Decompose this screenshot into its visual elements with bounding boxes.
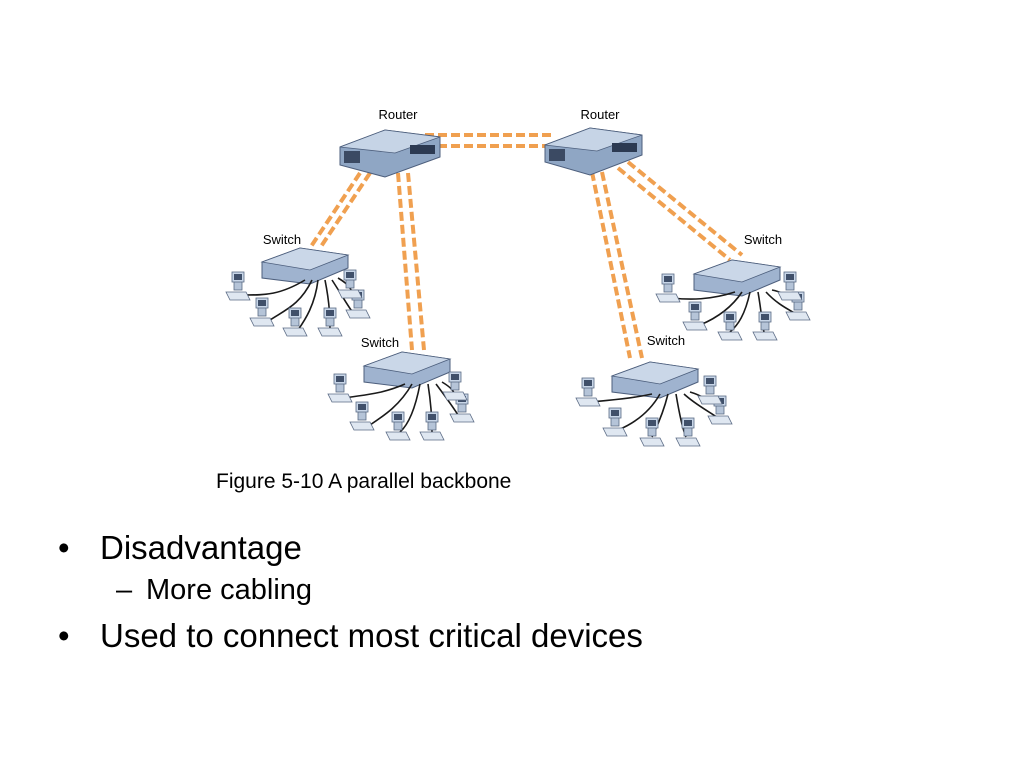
network-diagram: Router Router Switch Switch [225,107,811,447]
switch-4: Switch [575,333,733,447]
sub-bullet-item: – More cabling [58,572,643,608]
switch-1: Switch [225,232,371,337]
switch-4-label: Switch [647,333,685,348]
backbone-link-r1-s2 [396,172,426,351]
sub-bullet-text: More cabling [146,574,313,606]
dash-marker: – [116,574,133,606]
backbone-link-r2-s4 [590,171,644,359]
backbone-link-r1-r2 [425,133,552,148]
figure-caption: Figure 5-10 A parallel backbone [216,470,512,493]
bullet-item: • Used to connect most critical devices [58,616,643,656]
router-1: Router [339,107,441,178]
router-2: Router [544,107,643,176]
bullet-item: • Disadvantage [58,528,643,568]
switch-3: Switch [655,232,811,341]
bullet-text: Used to connect most critical devices [100,617,643,654]
backbone-link-r1-s1 [308,171,372,250]
backbone-link-r2-s3 [616,160,744,262]
switch-2-label: Switch [361,335,399,350]
router-2-label: Router [580,107,620,122]
switch-1-label: Switch [263,232,301,247]
switch-3-label: Switch [744,232,782,247]
switch-2: Switch [327,335,475,441]
bullet-text: Disadvantage [100,529,302,566]
bullet-list: • Disadvantage – More cabling • Used to … [58,528,643,656]
router-1-label: Router [378,107,418,122]
bullet-marker: • [58,529,70,566]
bullet-marker: • [58,617,70,654]
